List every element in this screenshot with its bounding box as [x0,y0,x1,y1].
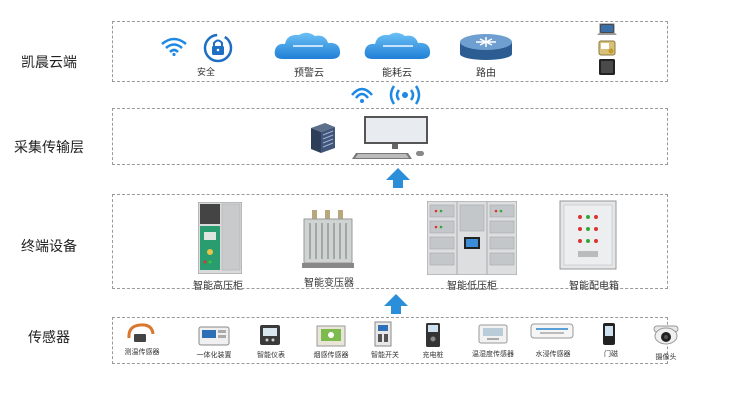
hv-cabinet-image [198,202,242,274]
water-sensor-label: 水浸传感器 [535,350,571,358]
smart-meter-icon [259,324,281,346]
integrated-device-label: 一体化装置 [196,351,232,359]
smart-switch-icon [374,321,392,347]
energy-cloud-icon [363,30,433,62]
tablet-icon [598,40,616,56]
router-label: 路由 [476,68,496,79]
layer-label-acquisition: 采集传输层 [14,140,84,156]
temp-sensor-label: 测温传感器 [124,348,160,356]
energy-cloud-label: 能耗云 [382,68,412,79]
terminal-layer-frame [112,194,668,289]
charger-icon [425,322,441,348]
layer-label-terminal: 终端设备 [21,239,77,255]
door-sensor-label: 门磁 [604,350,618,358]
wifi-icon [160,36,188,56]
hv-cabinet-label: 智能高压柜 [193,281,243,292]
water-sensor-icon [530,323,574,339]
temp-humidity-sensor-label: 温湿度传感器 [472,350,514,358]
smart-meter-label: 智能仪表 [257,351,285,359]
smart-switch-label: 智能开关 [371,351,399,359]
arrow-up-icon [385,167,411,189]
distribution-box-label: 智能配电箱 [569,281,619,292]
lv-cabinet-label: 智能低压柜 [447,281,497,292]
temp-humidity-sensor-icon [478,324,508,344]
laptop-icon [597,23,617,37]
transformer-image [298,209,358,269]
smoke-sensor-icon [316,325,346,347]
arrow-up-icon [383,293,409,315]
camera-label: 摄像头 [655,353,677,361]
camera-icon [652,324,680,346]
door-sensor-icon [602,322,616,346]
smoke-sensor-label: 烟感传感器 [313,351,349,359]
layer-label-sensor: 传感器 [28,330,70,346]
alert-cloud-label: 预警云 [294,68,324,79]
acquisition-layer-frame [112,108,668,165]
server-icon [307,122,337,154]
lv-cabinet-image [427,201,517,275]
cloud-layer-frame [112,21,668,82]
alert-cloud-icon [273,30,343,62]
router-icon [458,31,514,61]
lock-icon [201,33,235,63]
security-label: 安全 [196,68,216,78]
distribution-box-image [558,199,618,271]
temp-sensor-icon [126,322,156,344]
charger-label: 充电桩 [422,351,444,359]
wireless-signal-icon [350,83,430,107]
transformer-label: 智能变压器 [304,278,354,289]
integrated-device-icon [198,326,230,346]
workstation-icon [352,115,432,160]
monitor-icon [598,58,616,76]
layer-label-cloud: 凯晨云端 [21,55,77,71]
